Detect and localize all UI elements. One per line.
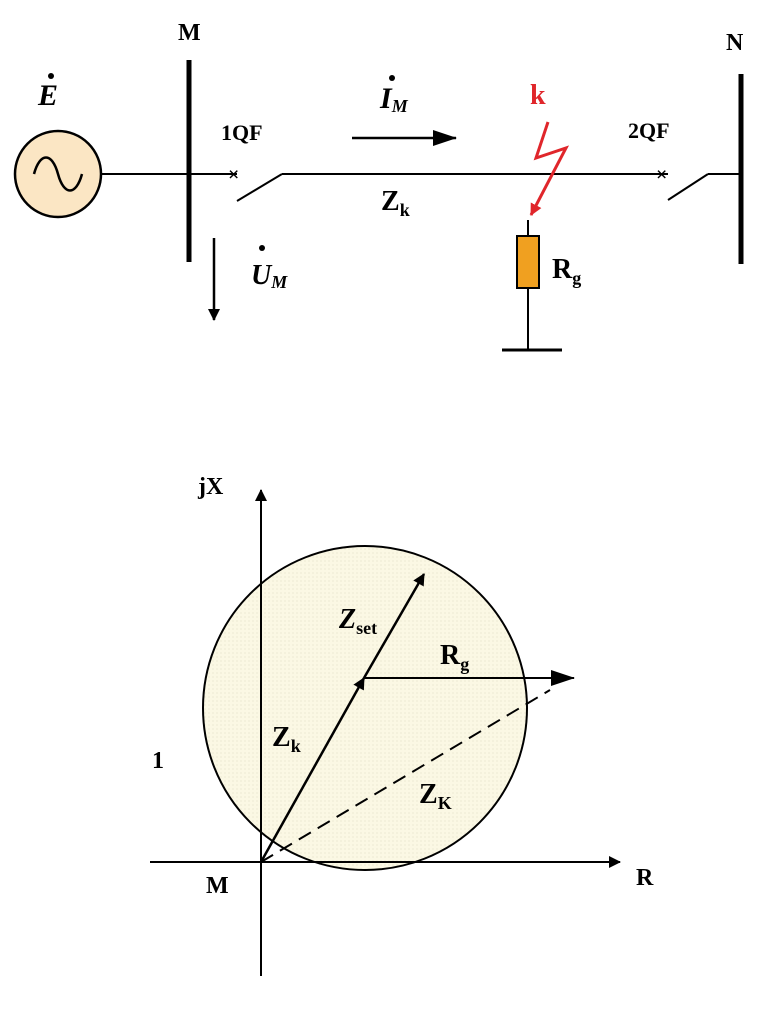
line-impedance-label: Zk — [381, 186, 410, 220]
sine-wave-icon — [32, 156, 84, 192]
zk-vector — [259, 677, 366, 863]
circuit-diagram: E M N × 1QF × 2QF IM UM — [13, 20, 744, 352]
fault-resistor-icon — [516, 235, 540, 289]
breaker1-blade — [236, 173, 283, 202]
source-label: E — [37, 79, 58, 112]
zk-label: Zk — [272, 722, 301, 756]
current-dot — [389, 75, 395, 81]
rg-label: Rg — [440, 640, 469, 674]
zK-dashed-vector — [260, 689, 551, 863]
fault-label: k — [530, 80, 546, 111]
fault-lightning-icon — [529, 121, 570, 216]
zK-label: ZK — [419, 779, 452, 813]
zset-vector — [362, 573, 426, 679]
breaker1-label: 1QF — [221, 120, 263, 145]
voltage-dot — [259, 245, 265, 251]
bus-m-label: M — [178, 20, 201, 46]
region-label: 1 — [152, 748, 164, 774]
breaker2-cross-icon: × — [656, 164, 667, 186]
voltage-label: UM — [251, 260, 288, 292]
breaker2-blade — [667, 173, 709, 201]
impedance-plane: jX R M 1 Zset Rg Zk ZK — [150, 474, 654, 976]
characteristic-circle — [202, 545, 528, 871]
breaker2-label: 2QF — [628, 118, 670, 143]
fault-resistance-label: Rg — [552, 254, 581, 288]
zset-label: Zset — [338, 604, 377, 638]
breaker1-cross-icon: × — [228, 164, 239, 186]
bus-n-label: N — [726, 30, 744, 56]
source-dot — [48, 73, 54, 79]
x-axis-label: R — [636, 865, 654, 891]
current-label: IM — [379, 82, 409, 116]
origin-label: M — [206, 873, 229, 899]
y-axis-label: jX — [197, 474, 224, 500]
